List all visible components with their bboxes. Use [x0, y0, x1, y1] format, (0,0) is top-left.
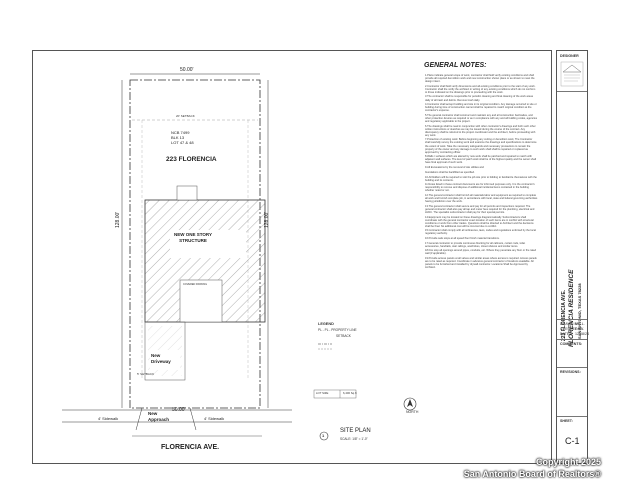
drawn-by-label: DRAWN BY [560, 322, 580, 326]
sheet-border [32, 50, 552, 464]
general-note: 1.Plans indicate general scope of work, … [425, 74, 535, 84]
site-plan-title: SITE PLAN [340, 428, 371, 434]
structure-label-line1: NEW ONE STORY [173, 232, 212, 237]
general-note: 4.Contractor shall accept building and s… [425, 103, 537, 113]
lot-info: NCB 7499 BLK 13 LOT 47 & 48 [171, 130, 194, 145]
general-note: 7.Protection of existing work: Before be… [425, 138, 537, 154]
general-note: 8.Walls / surfaces which are altered by … [425, 155, 536, 165]
general-note: 2.Contractor shall field verify dimensio… [425, 84, 536, 94]
covered-parking [179, 279, 223, 323]
general-note: 13.The general contractor shall secure a… [425, 204, 535, 214]
checked-by-value: F.B.L. [575, 327, 585, 331]
driveway [144, 321, 186, 381]
date-label: DATE [560, 332, 570, 336]
north-arrow [403, 397, 417, 411]
general-note: 3.The contractor shall be responsible fo… [425, 95, 533, 102]
designer-logo [560, 61, 584, 87]
site-plan-scale: SCALE: 1/8" = 1'-0" [340, 437, 368, 441]
top-dimension-label: 50.00' [180, 67, 194, 73]
general-note: 19.Provide access panels at all valves a… [425, 257, 537, 270]
street-name: FLORENCIA AVE. [161, 444, 220, 451]
watermark-board: San Antonio Board of Realtors® [463, 469, 601, 479]
driveway-label-line2: Driveway [151, 359, 171, 364]
parking-label: COVERED PARKING [183, 283, 208, 286]
general-note: 12.The general contractor shall furnish … [425, 194, 538, 204]
address-label: 223 FLORENCIA [166, 156, 217, 163]
general-note: 18.Fire stop all openings around pipes, … [425, 249, 537, 256]
lot-size-label: LOT SIZE [316, 391, 329, 395]
general-note: 10.All bidders will be required to visit… [425, 175, 537, 182]
bottom-dimension-label: 50.00' [172, 407, 186, 413]
legend-property-line: PL - PL - PROPERTY LINE [318, 328, 357, 332]
general-note: 16.Provide safe stops at all speed floor… [425, 237, 500, 241]
legend-title: LEGEND [318, 322, 334, 326]
structure-label: NEW ONE STORY STRUCTURE [170, 232, 216, 244]
right-dimension-label: 128.00' [264, 211, 270, 228]
general-note: 9.All Excavations by the removal of site… [425, 165, 484, 169]
general-note: foundations shall be backfilled as speci… [425, 171, 475, 175]
drawn-by-value: M.F.L. [575, 322, 585, 326]
lot-info-lots: LOT 47 & 48 [171, 140, 194, 145]
approach-label-line1: New [148, 411, 158, 416]
legend-setback: SETBACK [336, 334, 351, 338]
structure-label-line2: STRUCTURE [179, 238, 207, 243]
sheet-number: C-1 [565, 436, 580, 446]
lot-info-ncb: NCB 7499 [171, 130, 190, 135]
approach-label-line2: Approach [148, 417, 170, 422]
sheet-label: SHEET: [560, 419, 573, 423]
general-notes-list: 1.Plans indicate general scope of work, … [425, 74, 538, 271]
general-note: 5.The general contractor shall construct… [425, 113, 538, 123]
sidewalk-left-label: 4' Sidewalk [98, 416, 119, 421]
driveway-label: New Driveway [151, 353, 171, 365]
rear-setback-label: 5' SETBACK [137, 372, 155, 376]
general-note: 17.General contractor to provide continu… [425, 241, 526, 248]
checked-by-label: CHECKED BY [560, 327, 584, 331]
watermark-copyright: Copyright 2025 [535, 457, 601, 467]
comments-label: COMMENTS: [560, 342, 583, 346]
revisions-label: REVISIONS: [560, 370, 581, 374]
site-plan-drawing [62, 73, 417, 441]
general-note: 11.Notes listed in these contract docume… [425, 183, 535, 193]
site-plan-bubble [319, 431, 329, 441]
general-note: 14.Equipment may be located on these dra… [425, 215, 534, 228]
left-dimension-label: 128.00' [115, 211, 121, 228]
approach [135, 407, 197, 431]
lot-size-value: 6,400 Sq.ft [343, 391, 357, 395]
general-note: 15.Contractor shall comply with all ordi… [425, 229, 536, 236]
porch [176, 185, 198, 201]
general-note: 6.The drawings shall be read in conjunct… [425, 124, 536, 137]
sidewalk-right-label: 4' Sidewalk [204, 416, 225, 421]
approach-label: New Approach [148, 411, 169, 423]
driveway-label-line1: New [151, 353, 161, 358]
front-setback-label: 20' SETBACK [176, 114, 195, 118]
designer-label: DESIGNER [560, 54, 579, 58]
north-label: NORTH [406, 410, 419, 414]
site-plan-number: 1 [322, 433, 325, 438]
lot-size-box [313, 389, 357, 399]
title-block: DESIGNER 223 FLORENCIA AVE. FLORENCIA RE… [556, 50, 589, 464]
general-notes-title: GENERAL NOTES: [424, 62, 487, 69]
lot-info-block: BLK 13 [171, 135, 185, 140]
date-value: 12/08/24 [575, 332, 589, 336]
